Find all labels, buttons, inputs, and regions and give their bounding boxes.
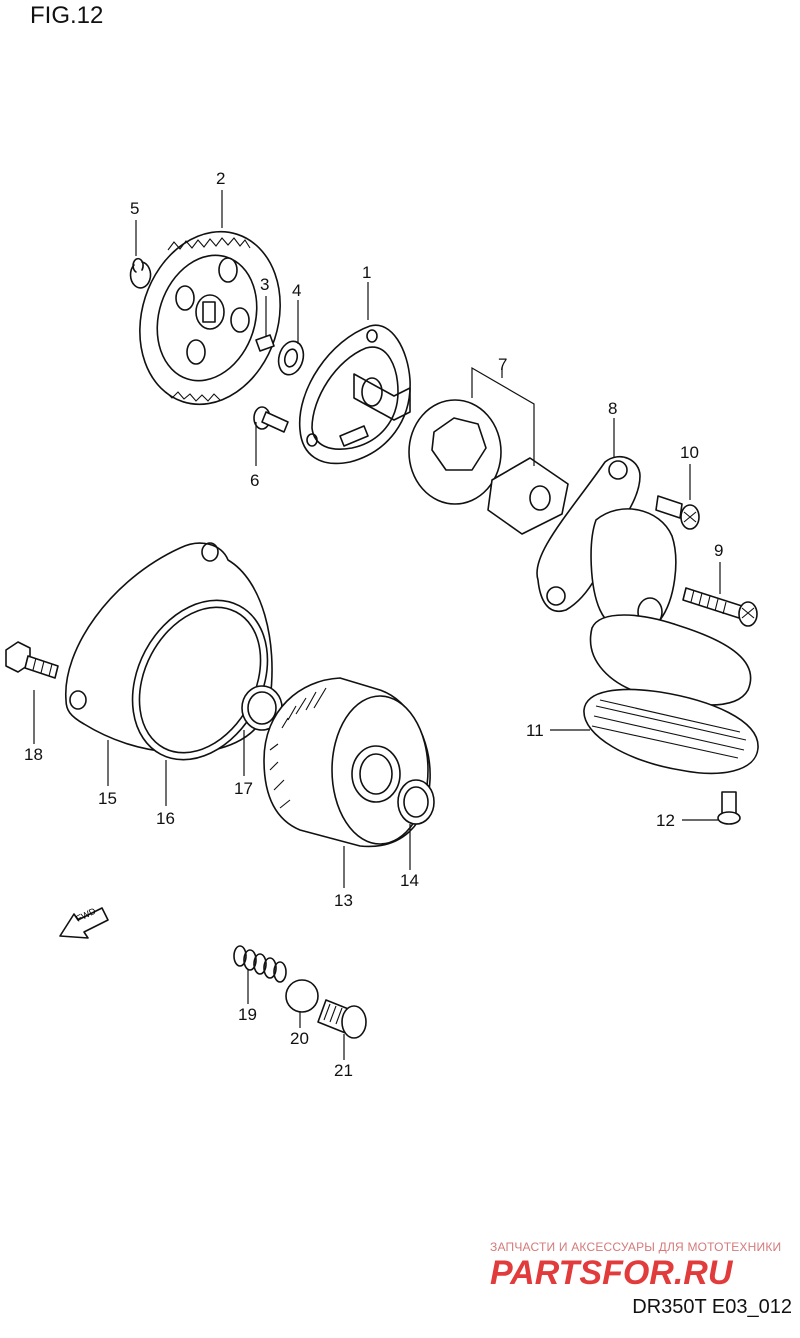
figure-title: FIG.12 <box>30 2 104 29</box>
part-2-gear <box>139 230 281 406</box>
callout-4: 4 <box>292 281 301 300</box>
callout-12: 12 <box>656 811 675 830</box>
part-19-spring <box>233 945 287 983</box>
part-12-bolt <box>717 791 741 825</box>
part-18-bolt <box>5 641 59 679</box>
callout-19: 19 <box>238 1005 257 1024</box>
callout-3: 3 <box>260 275 269 294</box>
callout-7: 7 <box>498 355 507 374</box>
part-7-rotor <box>408 399 569 535</box>
callout-9: 9 <box>714 541 723 560</box>
callout-6: 6 <box>250 471 259 490</box>
fwd-arrow-icon: FWD <box>59 906 109 939</box>
callout-1: 1 <box>362 263 371 282</box>
callout-10: 10 <box>680 443 699 462</box>
callout-11: 11 <box>526 721 544 740</box>
callout-numbers: 1 2 3 4 5 6 7 8 9 10 11 12 13 14 15 16 1… <box>24 169 723 1080</box>
watermark-logo: PARTSFOR.RU <box>490 1254 734 1290</box>
part-5-circlip <box>129 257 152 289</box>
callout-14: 14 <box>400 871 419 890</box>
part-11-strainer <box>583 614 759 775</box>
callout-15: 15 <box>98 789 117 808</box>
part-1-oil-pump <box>298 324 411 465</box>
part-20-ball <box>285 979 319 1013</box>
leader-lines <box>33 190 721 1060</box>
part-10-screw <box>655 495 700 530</box>
part-4-washer <box>277 340 305 376</box>
callout-5: 5 <box>130 199 139 218</box>
diagram-code: DR350T E03_012 <box>632 1296 792 1318</box>
watermark-logo-text: PARTSFOR.RU <box>490 1254 734 1290</box>
callout-16: 16 <box>156 809 175 828</box>
callout-21: 21 <box>334 1061 353 1080</box>
part-21-plug <box>317 999 367 1039</box>
callout-18: 18 <box>24 745 43 764</box>
part-13-oil-filter <box>263 677 431 848</box>
callout-8: 8 <box>608 399 617 418</box>
callout-2: 2 <box>216 169 225 188</box>
watermark-tagline: ЗАПЧАСТИ И АКСЕССУАРЫ ДЛЯ МОТОТЕХНИКИ <box>490 1240 782 1254</box>
part-14-seal <box>397 779 435 825</box>
part-3-pin <box>255 334 275 352</box>
part-8-strainer-body <box>536 456 677 639</box>
callout-17: 17 <box>234 779 253 798</box>
callout-13: 13 <box>334 891 353 910</box>
part-6-screw <box>253 406 289 433</box>
part-9-bolt <box>682 587 758 627</box>
callout-20: 20 <box>290 1029 309 1048</box>
